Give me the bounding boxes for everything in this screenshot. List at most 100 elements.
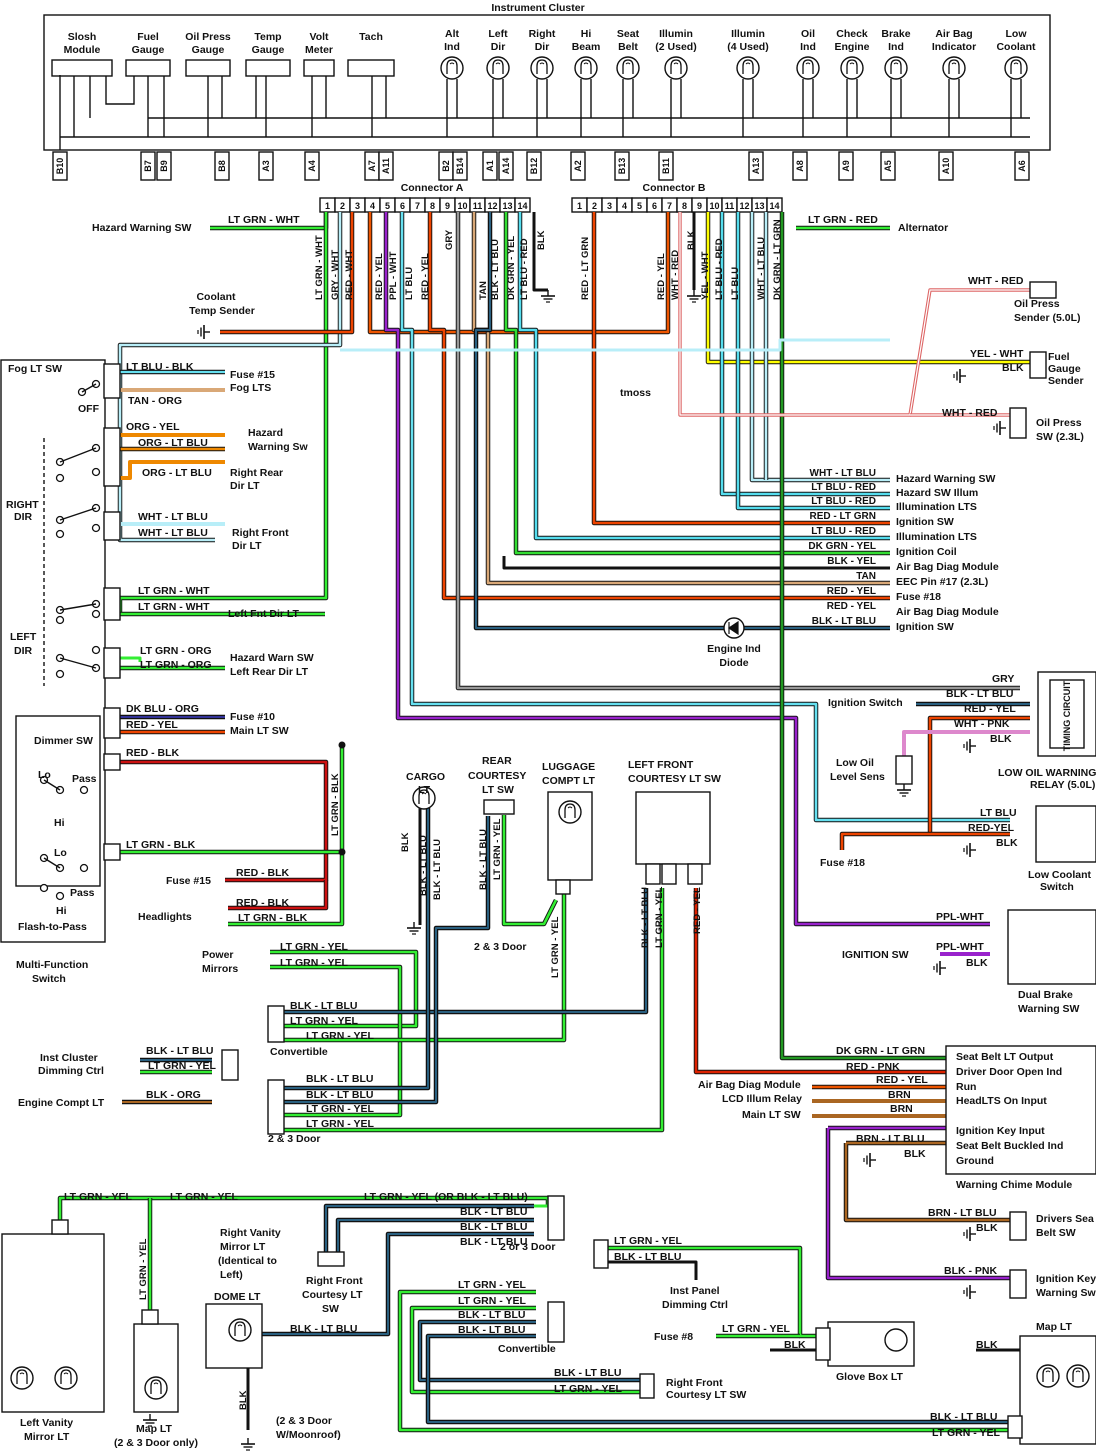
lamp-9-icon (884, 56, 908, 80)
timing-circuit (1037, 671, 1096, 757)
dual-brake-warning-sw (1007, 909, 1096, 985)
connector_a-pin-13 (514, 197, 531, 213)
cluster-pin-2 (156, 151, 172, 181)
label-mfs-w3: ORG - YEL (126, 421, 180, 433)
label-right_mid-low2: RELAY (5.0L) (1030, 779, 1095, 791)
connector_a-pin-label-8: 9 (445, 201, 450, 211)
cluster-pin-label-11: A14 (501, 158, 511, 175)
vertical-wire-label-2: RED - WHT (344, 250, 355, 300)
label-mfs-f2p: Flash-to-Pass (18, 921, 87, 933)
lamp-3-icon (574, 56, 598, 80)
label-bottom-moon1: (2 & 3 Door (276, 1415, 332, 1427)
label-bottom-ip_w1: LT GRN - YEL (614, 1235, 682, 1247)
vertical-wire-label-21: DK GRN - LT GRN (772, 219, 783, 300)
label-mfs-title2: Switch (32, 973, 66, 985)
cluster-pin-17 (792, 151, 808, 181)
label-chime-w5: BRN (890, 1103, 913, 1115)
connector_b-pin-label-1: 2 (592, 201, 597, 211)
label-bottom-ip2: Dimming Ctrl (662, 1299, 728, 1311)
vertical-wire-label-8: TAN (478, 281, 489, 300)
label-mid-pm2: Mirrors (202, 963, 238, 975)
gauge-label2-4: Meter (305, 44, 333, 56)
connector_a-pin-label-3: 4 (370, 201, 375, 211)
cluster-pin-label-13: A2 (573, 160, 583, 172)
label-mfs-lo: Lo (54, 847, 67, 859)
label-mid-icw1: BLK - LT BLU (146, 1045, 213, 1057)
label-mid-ec: Engine Compt LT (18, 1097, 105, 1109)
mid-vertical-7: LT GRN - YEL (654, 886, 665, 948)
multi-function-switch (0, 359, 121, 943)
label-right_mid-db2: Warning SW (1018, 1003, 1080, 1015)
label-mfs-dir: DIR (14, 511, 33, 523)
connector_a-pin-label-7: 8 (430, 201, 435, 211)
label-top_labels-oilsw1: Oil Press (1036, 417, 1082, 429)
right-bus-wire-10: BLK - LT BLU (812, 616, 876, 627)
label-bottom-ml1: Map LT (136, 1423, 173, 1435)
label-mid-c3: LT GRN - YEL (306, 1030, 374, 1042)
lamp-label2-3: Beam (572, 41, 601, 53)
label-chime-db2: Belt SW (1036, 1227, 1076, 1239)
right-bus-wire-2: LT BLU - RED (811, 496, 876, 507)
mid-vertical-4: LT GRN - YEL (492, 818, 503, 880)
label-mfs-d4: Right Rear (230, 467, 283, 479)
label-bottom-map_w2: BLK - LT BLU (930, 1411, 997, 1423)
label-bottom-lv1: Left Vanity (20, 1417, 73, 1429)
label-mid-c1: BLK - LT BLU (290, 1000, 357, 1012)
label-mid-icw2: LT GRN - YEL (148, 1060, 216, 1072)
left-front-courtesy-sw (635, 791, 711, 885)
gauge-label2-3: Gauge (252, 44, 285, 56)
label-mid-rc2: COURTESY (468, 770, 526, 782)
label-mfs-pass: Pass (72, 773, 97, 785)
chime-pin-4: Ignition Key Input (956, 1125, 1045, 1137)
label-mid-cargo1: CARGO (406, 771, 445, 783)
low-coolant-switch (1035, 805, 1096, 863)
chime-pin-0: Seat Belt LT Output (956, 1051, 1054, 1063)
vertical-wire-label-1: GRY - WHT (330, 250, 341, 300)
cluster-pin-label-3: B8 (217, 160, 227, 172)
map-lt-right (1007, 1335, 1096, 1445)
dome-blk-wire: BLK (238, 1390, 249, 1410)
connector_a-pin-label-12: 13 (502, 201, 512, 211)
label-mfs-right: RIGHT (6, 499, 39, 511)
label-mid-cargo2: LT (418, 784, 431, 796)
lamp-2-icon (530, 56, 554, 80)
label-mid-w_rb1: RED - BLK (236, 867, 289, 879)
label-mid-lf2: COURTESY LT SW (628, 773, 721, 785)
instrument-cluster: Instrument Cluster SloshModuleFuelGaugeO… (43, 2, 1051, 181)
luggage-compt-lt (547, 791, 593, 895)
label-mfs-d8: Left Rear Dir LT (230, 666, 309, 678)
connector_b-pin-label-13: 14 (769, 201, 779, 211)
label-bottom-cv2: LT GRN - YEL (458, 1295, 526, 1307)
label-mfs-d3b: Warning Sw (248, 441, 309, 453)
cluster-pin-label-5: A4 (307, 160, 317, 172)
cluster-pin-label-18: A9 (841, 160, 851, 172)
label-bottom-gb_w1: LT GRN - YEL (722, 1323, 790, 1335)
lamp-7-icon (796, 56, 820, 80)
mid-vertical-0: BLK (400, 832, 411, 852)
connector_b-pin-label-6: 7 (667, 201, 672, 211)
label-chime-w3: RED - YEL (876, 1074, 928, 1086)
vertical-wire-label-7: GRY (444, 229, 455, 250)
lamp-8-icon (840, 56, 864, 80)
label-bottom-b2: BLK - LT BLU (460, 1206, 527, 1218)
vertical-wire-label-3: RED - YEL (374, 253, 385, 300)
gauge-label-2: Oil Press (185, 31, 231, 43)
label-mfs-w14: RED - BLK (126, 747, 179, 759)
wires (57, 212, 1030, 1433)
cluster-pin-label-2: B9 (159, 160, 169, 172)
lamp-11-icon (1004, 56, 1028, 80)
label-mid-lug2: COMPT LT (542, 775, 595, 787)
cluster-pin-label-9: B14 (455, 158, 465, 175)
right-bus-wire-9: RED - YEL (827, 601, 876, 612)
label-mid-ic1: Inst Cluster (40, 1052, 98, 1064)
chime-pin-1: Driver Door Open Ind (956, 1066, 1062, 1078)
label-bottom-dome_w: BLK - LT BLU (290, 1323, 357, 1335)
label-mid-door23: 2 & 3 Door (268, 1133, 321, 1145)
label-chime-w6: BRN - LT BLU (856, 1133, 925, 1145)
label-mid-fuse15: Fuse #15 (166, 875, 211, 887)
label-mfs-dir: DIR (14, 645, 33, 657)
gauge-label-0: Slosh (68, 31, 97, 43)
label-right_mid-ign: IGNITION SW (842, 949, 909, 961)
right-bus-dest-9: Air Bag Diag Module (896, 606, 999, 618)
